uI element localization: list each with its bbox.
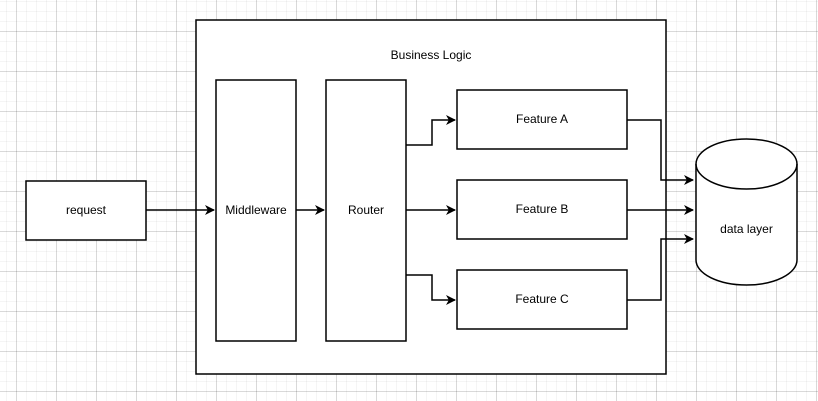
middleware-node[interactable] <box>215 79 297 342</box>
data-layer-node[interactable] <box>695 138 798 286</box>
feature-a-node[interactable] <box>456 89 628 150</box>
edge-feature-c-data-layer[interactable] <box>627 234 694 301</box>
data-layer-cylinder-body[interactable] <box>695 138 798 286</box>
edge-router-feature-c[interactable] <box>406 274 456 305</box>
edge-router-feature-a[interactable] <box>406 115 456 146</box>
feature-b-node[interactable] <box>456 179 628 240</box>
data-layer-cylinder-lid <box>695 163 798 190</box>
edge-feature-a-data-layer[interactable] <box>627 119 694 185</box>
feature-c-node[interactable] <box>456 269 628 330</box>
router-node[interactable] <box>325 79 407 342</box>
request-node[interactable] <box>25 180 147 241</box>
